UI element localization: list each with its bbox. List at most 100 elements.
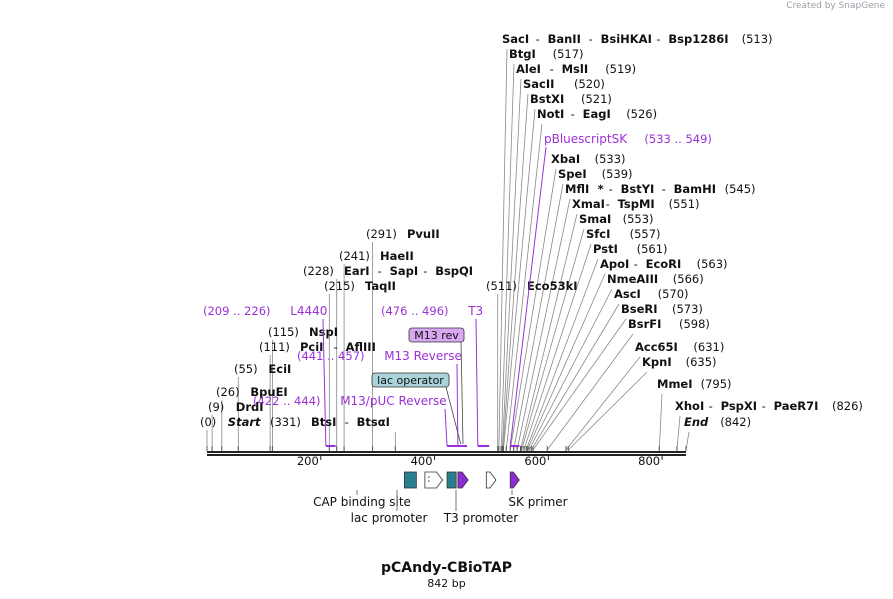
site-position: (520) bbox=[574, 77, 605, 91]
enzyme-name-noti: NotI bbox=[537, 107, 564, 121]
enzyme-name-asci: AscI bbox=[614, 287, 641, 301]
feature-t3-promoter bbox=[457, 471, 469, 489]
site-position: (826) bbox=[832, 399, 863, 413]
site-leader-line bbox=[505, 123, 543, 451]
feature-cap-binding-site bbox=[404, 471, 417, 489]
enzyme-name-msli: MslI bbox=[562, 62, 589, 76]
primer-pbluescriptsk: pBluescriptSK (533 .. 549) bbox=[509, 132, 712, 447]
site-position: (55) bbox=[234, 362, 258, 376]
plasmid-title: pCAndy-CBioTAP bbox=[381, 560, 512, 576]
site-label-sacii: SacII (520) bbox=[523, 77, 605, 91]
feature-label-cap-binding-site: CAP binding site bbox=[313, 490, 411, 509]
site-position: (215) bbox=[324, 279, 355, 293]
site-leader-line bbox=[502, 108, 536, 451]
site-label-start: (0)Start bbox=[200, 415, 261, 429]
primer-m13-reverse: (441 .. 457)M13 Reverse bbox=[297, 349, 467, 447]
enzyme-name-smai: SmaI bbox=[579, 212, 611, 226]
separator: - bbox=[589, 32, 593, 46]
label-text: M13 rev bbox=[414, 329, 459, 342]
feature-label-text: T3 promoter bbox=[443, 511, 519, 525]
site-leader-line bbox=[500, 63, 515, 451]
feature-lac-promoter bbox=[424, 471, 444, 489]
site-position: (635) bbox=[686, 355, 717, 369]
site-label-psti: PstI(561) bbox=[593, 242, 668, 256]
enzyme-name-nmeaiii: NmeAIII bbox=[607, 272, 658, 286]
enzyme-name-btgi: BtgI bbox=[509, 47, 536, 61]
enzyme-name-bstyi: BstYI bbox=[621, 182, 655, 196]
primer-leader-line bbox=[444, 408, 448, 447]
primer-leader-line bbox=[322, 318, 327, 447]
enzyme-name-spei: SpeI bbox=[558, 167, 587, 181]
enzyme-name-end: End bbox=[684, 415, 709, 429]
enzyme-name-mmei: MmeI bbox=[657, 377, 693, 391]
feature-label-sk-primer: SK primer bbox=[508, 490, 568, 509]
watermark-text: Created by SnapGene bbox=[786, 1, 885, 11]
site-leader-line bbox=[501, 78, 522, 451]
enzyme-name-banii: BanII bbox=[548, 32, 581, 46]
site-label-drdi: (9)DrdI bbox=[208, 400, 264, 414]
enzyme-name-paer7i: PaeR7I bbox=[774, 399, 819, 413]
enzyme-name-alei: AleI bbox=[516, 62, 541, 76]
enzyme-name-apoi: ApoI bbox=[600, 257, 629, 271]
site-position: (539) bbox=[602, 167, 633, 181]
site-position: (563) bbox=[697, 257, 728, 271]
site-leader-line bbox=[658, 393, 663, 451]
enzyme-name-eagi: EagI bbox=[583, 107, 611, 121]
site-label-bsrfi: BsrFI(598) bbox=[628, 317, 710, 331]
site-leader-line bbox=[532, 318, 627, 451]
primer-range: (209 .. 226) bbox=[203, 304, 271, 318]
site-position: (545) bbox=[725, 182, 756, 196]
site-label-sfci: SfcI(557) bbox=[586, 227, 661, 241]
boxed-label-m13-rev: M13 rev bbox=[408, 327, 465, 445]
site-label-eari: (228)EarI-SapI-BspQI bbox=[303, 264, 473, 278]
separator: - bbox=[609, 182, 613, 196]
site-leader-line bbox=[509, 168, 557, 451]
site-leader-line bbox=[530, 303, 620, 451]
plasmid-map: SacI-BanII-BsiHKAI-Bsp1286I(513)BtgI(517… bbox=[200, 32, 863, 525]
enzyme-name-bts-i: BtsαI bbox=[357, 415, 390, 429]
feature-label-text: CAP binding site bbox=[313, 495, 411, 509]
feature-unnamed bbox=[485, 471, 497, 489]
enzyme-name-bspqi: BspQI bbox=[435, 264, 473, 278]
enzyme-name-sacii: SacII bbox=[523, 77, 554, 91]
site-label-noti: NotI-EagI(526) bbox=[537, 107, 657, 121]
label-box bbox=[371, 372, 450, 388]
site-leader-line bbox=[502, 93, 529, 451]
separator: - bbox=[423, 264, 427, 278]
site-label-kpni: KpnI(635) bbox=[642, 355, 717, 369]
site-label-bseri: BseRI(573) bbox=[621, 302, 703, 316]
primer-name: pBluescriptSK bbox=[544, 132, 628, 146]
site-label-pvuii: (291)PvuII bbox=[366, 227, 440, 241]
site-leader-line bbox=[567, 371, 648, 451]
site-label-pcii: (111)PciI-AflIII bbox=[259, 340, 376, 354]
site-position: (517) bbox=[553, 47, 584, 61]
primer-range: (533 .. 549) bbox=[644, 132, 712, 146]
site-label-spei: SpeI (539) bbox=[558, 167, 633, 181]
label-leader bbox=[460, 341, 464, 445]
feature-label-lac-promoter: lac promoter bbox=[351, 490, 428, 525]
separator: - bbox=[634, 257, 638, 271]
site-position: (561) bbox=[637, 242, 668, 256]
axis-tick-label: 600 bbox=[524, 454, 546, 468]
enzyme-name-btsi: BtsI bbox=[311, 415, 336, 429]
site-position: (331) bbox=[270, 415, 301, 429]
site-label-bpuei: (26)BpuEI bbox=[216, 385, 288, 399]
site-position: (631) bbox=[693, 340, 724, 354]
boxed-label-lac-operator: lac operator bbox=[371, 372, 462, 445]
site-label-nspi: (115)NspI bbox=[268, 325, 338, 339]
plasmid-length: 842 bp bbox=[427, 577, 466, 590]
separator: - bbox=[550, 62, 554, 76]
enzyme-name-sfci: SfcI bbox=[586, 227, 610, 241]
site-label-nmeaiii: NmeAIII(566) bbox=[607, 272, 704, 286]
enzyme-name-bsp1286i: Bsp1286I bbox=[668, 32, 728, 46]
enzyme-name-taqii: TaqII bbox=[365, 279, 396, 293]
primer-name: M13/pUC Reverse bbox=[340, 394, 447, 408]
primer-leader-line bbox=[475, 318, 479, 447]
site-leader-line bbox=[528, 288, 613, 451]
enzyme-name-drdi: DrdI bbox=[236, 400, 264, 414]
feature-label-text: lac promoter bbox=[351, 511, 428, 525]
site-position: (521) bbox=[581, 92, 612, 106]
enzyme-name-ecii: EciI bbox=[268, 362, 291, 376]
site-label-taqii: (215) TaqII bbox=[324, 279, 396, 293]
label-box bbox=[408, 327, 465, 343]
